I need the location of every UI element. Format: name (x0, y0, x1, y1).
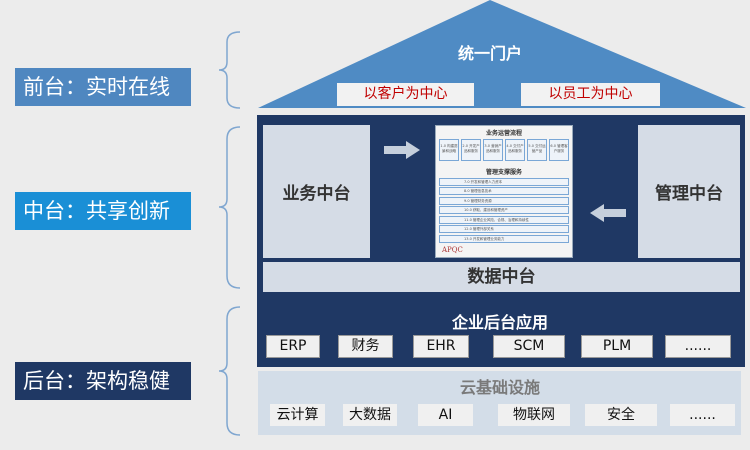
middle-label: 中台：共享创新 (15, 192, 191, 230)
roof (258, 0, 746, 108)
process-item: 3.0 营销产品和服务 (483, 139, 503, 161)
cloud-item-computing: 云计算 (270, 404, 325, 426)
support-item: 13.0 开发和管理业务能力 (439, 234, 569, 243)
support-item: 11.0 管理企业风险、合规、治理和持续性 (439, 215, 569, 224)
backend-item-ehr: EHR (413, 335, 469, 358)
backend-item-finance: 财务 (338, 335, 393, 358)
process-item: 5.0 交付运营产品 (527, 139, 547, 161)
back-label: 后台：架构稳健 (15, 362, 191, 400)
backend-item-plm: PLM (581, 335, 653, 358)
cloud-item-bigdata: 大数据 (343, 404, 397, 426)
support-item: 9.0 管理财务资源 (439, 196, 569, 205)
support-item: 8.0 管理信息技术 (439, 187, 569, 195)
front-label: 前台：实时在线 (15, 68, 191, 106)
process-title: 业务运营流程 (485, 130, 522, 137)
brace-back (218, 306, 241, 436)
support-title: 管理支撑服务 (485, 169, 522, 176)
support-item: 12.0 管理外部关系 (439, 225, 569, 233)
customer-centric-box: 以客户为中心 (337, 83, 474, 106)
process-item: 2.0 开发产品和服务 (461, 139, 481, 161)
cloud-item-ai: AI (418, 404, 473, 426)
brace-middle (218, 126, 241, 289)
business-platform: 业务中台 (263, 125, 370, 258)
backend-item-more: ...... (665, 335, 731, 358)
process-item: 4.0 交付产品和服务 (505, 139, 525, 161)
management-platform: 管理中台 (638, 125, 740, 258)
support-item: 7.0 开发和管理人力资本 (439, 177, 569, 186)
arrow-right-icon (384, 141, 420, 159)
data-platform: 数据中台 (263, 262, 740, 292)
support-item: 10.0 获取、建设和管理资产 (439, 206, 569, 214)
cloud-item-more: ...... (670, 404, 735, 426)
cloud-title: 云基础设施 (459, 378, 540, 397)
process-item: 6.0 管理客户服务 (549, 139, 569, 161)
arrow-left-icon (590, 204, 626, 222)
brace-front (218, 31, 241, 109)
cloud-item-iot: 物联网 (498, 404, 570, 426)
backend-title: 企业后台应用 (451, 313, 548, 332)
apqc-logo: APQC (442, 245, 463, 254)
process-framework-image: 业务运营流程 1.0 构建愿景和战略 2.0 开发产品和服务 3.0 营销产品和… (435, 125, 573, 258)
portal-title: 统一门户 (457, 44, 522, 63)
process-item: 1.0 构建愿景和战略 (439, 139, 459, 161)
employee-centric-box: 以员工为中心 (521, 83, 660, 106)
backend-item-scm: SCM (493, 335, 565, 358)
cloud-item-security: 安全 (585, 404, 657, 426)
backend-item-erp: ERP (266, 335, 320, 358)
